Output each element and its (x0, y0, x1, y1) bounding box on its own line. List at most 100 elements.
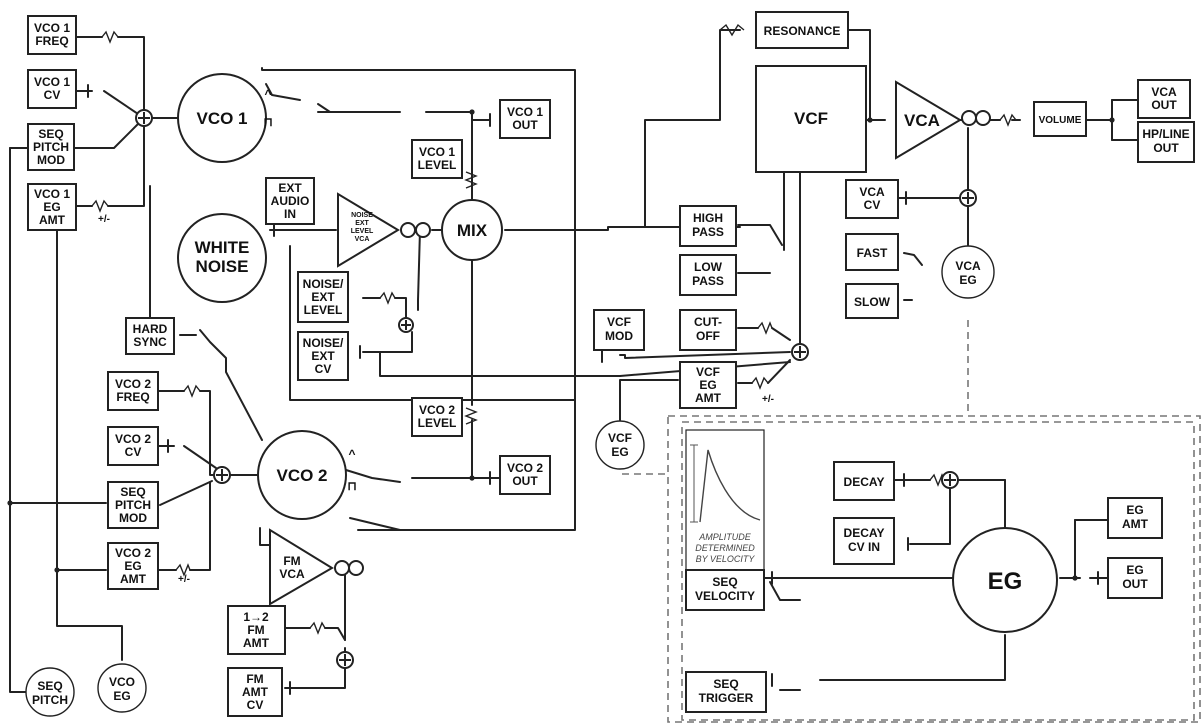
svg-text:CV: CV (315, 362, 332, 376)
svg-text:AMT: AMT (120, 572, 147, 586)
volume-block: VOLUME (1033, 101, 1087, 137)
svg-text:EG: EG (988, 568, 1023, 595)
svg-text:FAST: FAST (857, 246, 888, 260)
saw-symbol-vco1: ^ (264, 87, 271, 101)
svg-text:VCO: VCO (109, 675, 135, 689)
vco1-level-block: VCO 1 LEVEL (411, 139, 463, 179)
svg-text:SLOW: SLOW (854, 295, 891, 309)
svg-text:EG: EG (959, 273, 976, 287)
svg-text:SEQ: SEQ (120, 485, 145, 499)
svg-text:EG: EG (699, 378, 716, 392)
svg-text:PASS: PASS (692, 225, 724, 239)
svg-text:VCO 2: VCO 2 (507, 461, 543, 475)
fm-amt-block: 1→2 FM AMT (227, 605, 286, 655)
pulse-symbol-vco1: ⊓ (263, 115, 272, 129)
svg-text:EG: EG (124, 559, 141, 573)
vco2-level-block: VCO 2 LEVEL (411, 397, 463, 437)
svg-text:OUT: OUT (512, 474, 538, 488)
vco1-cv-block: VCO 1 CV (27, 69, 77, 109)
sum-node-vco1 (135, 109, 153, 127)
vco2-seq-pitch-mod-block: SEQ PITCH MOD (107, 481, 159, 529)
vcf-eg-amt-block: VCF EG AMT (679, 361, 737, 409)
svg-text:MIX: MIX (457, 221, 488, 240)
sum-node-fm (336, 651, 354, 669)
svg-text:LEVEL: LEVEL (351, 228, 374, 235)
svg-text:VCO 2: VCO 2 (115, 432, 151, 446)
svg-text:NOISE/: NOISE/ (303, 277, 344, 291)
vco2-out-block: VCO 2 OUT (499, 455, 551, 495)
seq-pitch-node: SEQ PITCH (25, 667, 75, 717)
svg-text:SEQ: SEQ (713, 677, 738, 691)
svg-text:VCA: VCA (1151, 85, 1177, 99)
svg-text:MOD: MOD (37, 153, 65, 167)
svg-text:NOISE/: NOISE/ (303, 336, 344, 350)
vco1-freq-block: VCO 1 FREQ (27, 15, 77, 55)
svg-text:VCO 2: VCO 2 (115, 546, 151, 560)
slow-block: SLOW (845, 283, 899, 319)
svg-text:AMT: AMT (695, 391, 722, 405)
decay-cv-in-block: DECAY CV IN (833, 517, 895, 565)
svg-text:HIGH: HIGH (693, 211, 723, 225)
vcf-block: VCF (755, 65, 867, 173)
vco-eg-node: VCO EG (97, 663, 147, 713)
vcf-eg-amt-sign: +/- (762, 394, 774, 405)
vco2-cv-block: VCO 2 CV (107, 426, 159, 466)
svg-text:OUT: OUT (1153, 141, 1179, 155)
svg-text:VCO 1: VCO 1 (196, 109, 247, 128)
svg-text:SYNC: SYNC (133, 335, 167, 349)
svg-text:DECAY: DECAY (844, 526, 885, 540)
svg-text:SEQ: SEQ (37, 679, 62, 693)
svg-text:CUT-: CUT- (694, 315, 722, 329)
svg-text:MOD: MOD (605, 329, 633, 343)
svg-text:VELOCITY: VELOCITY (695, 589, 755, 603)
svg-text:PASS: PASS (692, 274, 724, 288)
svg-text:MOD: MOD (119, 511, 147, 525)
cutoff-block: CUT- OFF (679, 309, 737, 351)
svg-text:CV: CV (125, 445, 142, 459)
vco1-out-block: VCO 1 OUT (499, 99, 551, 139)
svg-text:PITCH: PITCH (33, 140, 69, 154)
svg-text:LEVEL: LEVEL (418, 416, 457, 430)
svg-text:AUDIO: AUDIO (271, 194, 310, 208)
svg-text:HP/LINE: HP/LINE (1142, 127, 1189, 141)
svg-text:TRIGGER: TRIGGER (699, 691, 754, 705)
vca-out-block: VCA OUT (1137, 79, 1191, 119)
vco1-oscillator: VCO 1 (177, 73, 267, 163)
svg-text:VCF: VCF (794, 109, 828, 128)
svg-text:VCO 1: VCO 1 (34, 187, 70, 201)
white-noise-source: WHITE NOISE (177, 213, 267, 303)
svg-text:VCF: VCF (696, 365, 720, 379)
fm-amt-cv-block: FM AMT CV (227, 667, 283, 717)
vco2-freq-block: VCO 2 FREQ (107, 371, 159, 411)
sum-node-vco2 (213, 466, 231, 484)
svg-text:CV: CV (247, 698, 264, 712)
svg-text:VOLUME: VOLUME (1039, 115, 1082, 126)
svg-text:VCA: VCA (355, 236, 370, 243)
svg-text:OFF: OFF (696, 329, 720, 343)
resonance-block: RESONANCE (755, 11, 849, 49)
svg-text:OUT: OUT (1151, 98, 1177, 112)
svg-text:EG: EG (1126, 563, 1143, 577)
sum-node-decay (941, 471, 959, 489)
svg-text:VCO 2: VCO 2 (276, 466, 327, 485)
svg-text:FREQ: FREQ (35, 34, 68, 48)
svg-text:FREQ: FREQ (116, 390, 149, 404)
fm-vca-label-2: VCA (279, 567, 305, 581)
svg-text:AMPLITUDE: AMPLITUDE (698, 532, 752, 542)
svg-text:IN: IN (284, 207, 296, 221)
svg-text:RESONANCE: RESONANCE (764, 24, 841, 38)
svg-text:VCO 1: VCO 1 (507, 105, 543, 119)
seq-trigger-block: SEQ TRIGGER (685, 671, 767, 713)
svg-text:CV: CV (864, 198, 881, 212)
vca-label: VCA (904, 111, 940, 130)
vco2-eg-amt-sign: +/- (178, 574, 190, 585)
svg-text:EG: EG (1126, 503, 1143, 517)
svg-text:NOISE: NOISE (351, 212, 373, 219)
noise-ext-cv-block: NOISE/ EXT CV (297, 331, 349, 381)
amplitude-envelope-graph: AMPLITUDE DETERMINED BY VELOCITY (685, 429, 765, 571)
svg-text:EG: EG (43, 200, 60, 214)
svg-text:1→2: 1→2 (243, 610, 269, 624)
noise-vca-triangle (337, 192, 431, 268)
svg-text:OUT: OUT (1122, 577, 1148, 591)
vca-eg-node: VCA EG (941, 245, 995, 299)
